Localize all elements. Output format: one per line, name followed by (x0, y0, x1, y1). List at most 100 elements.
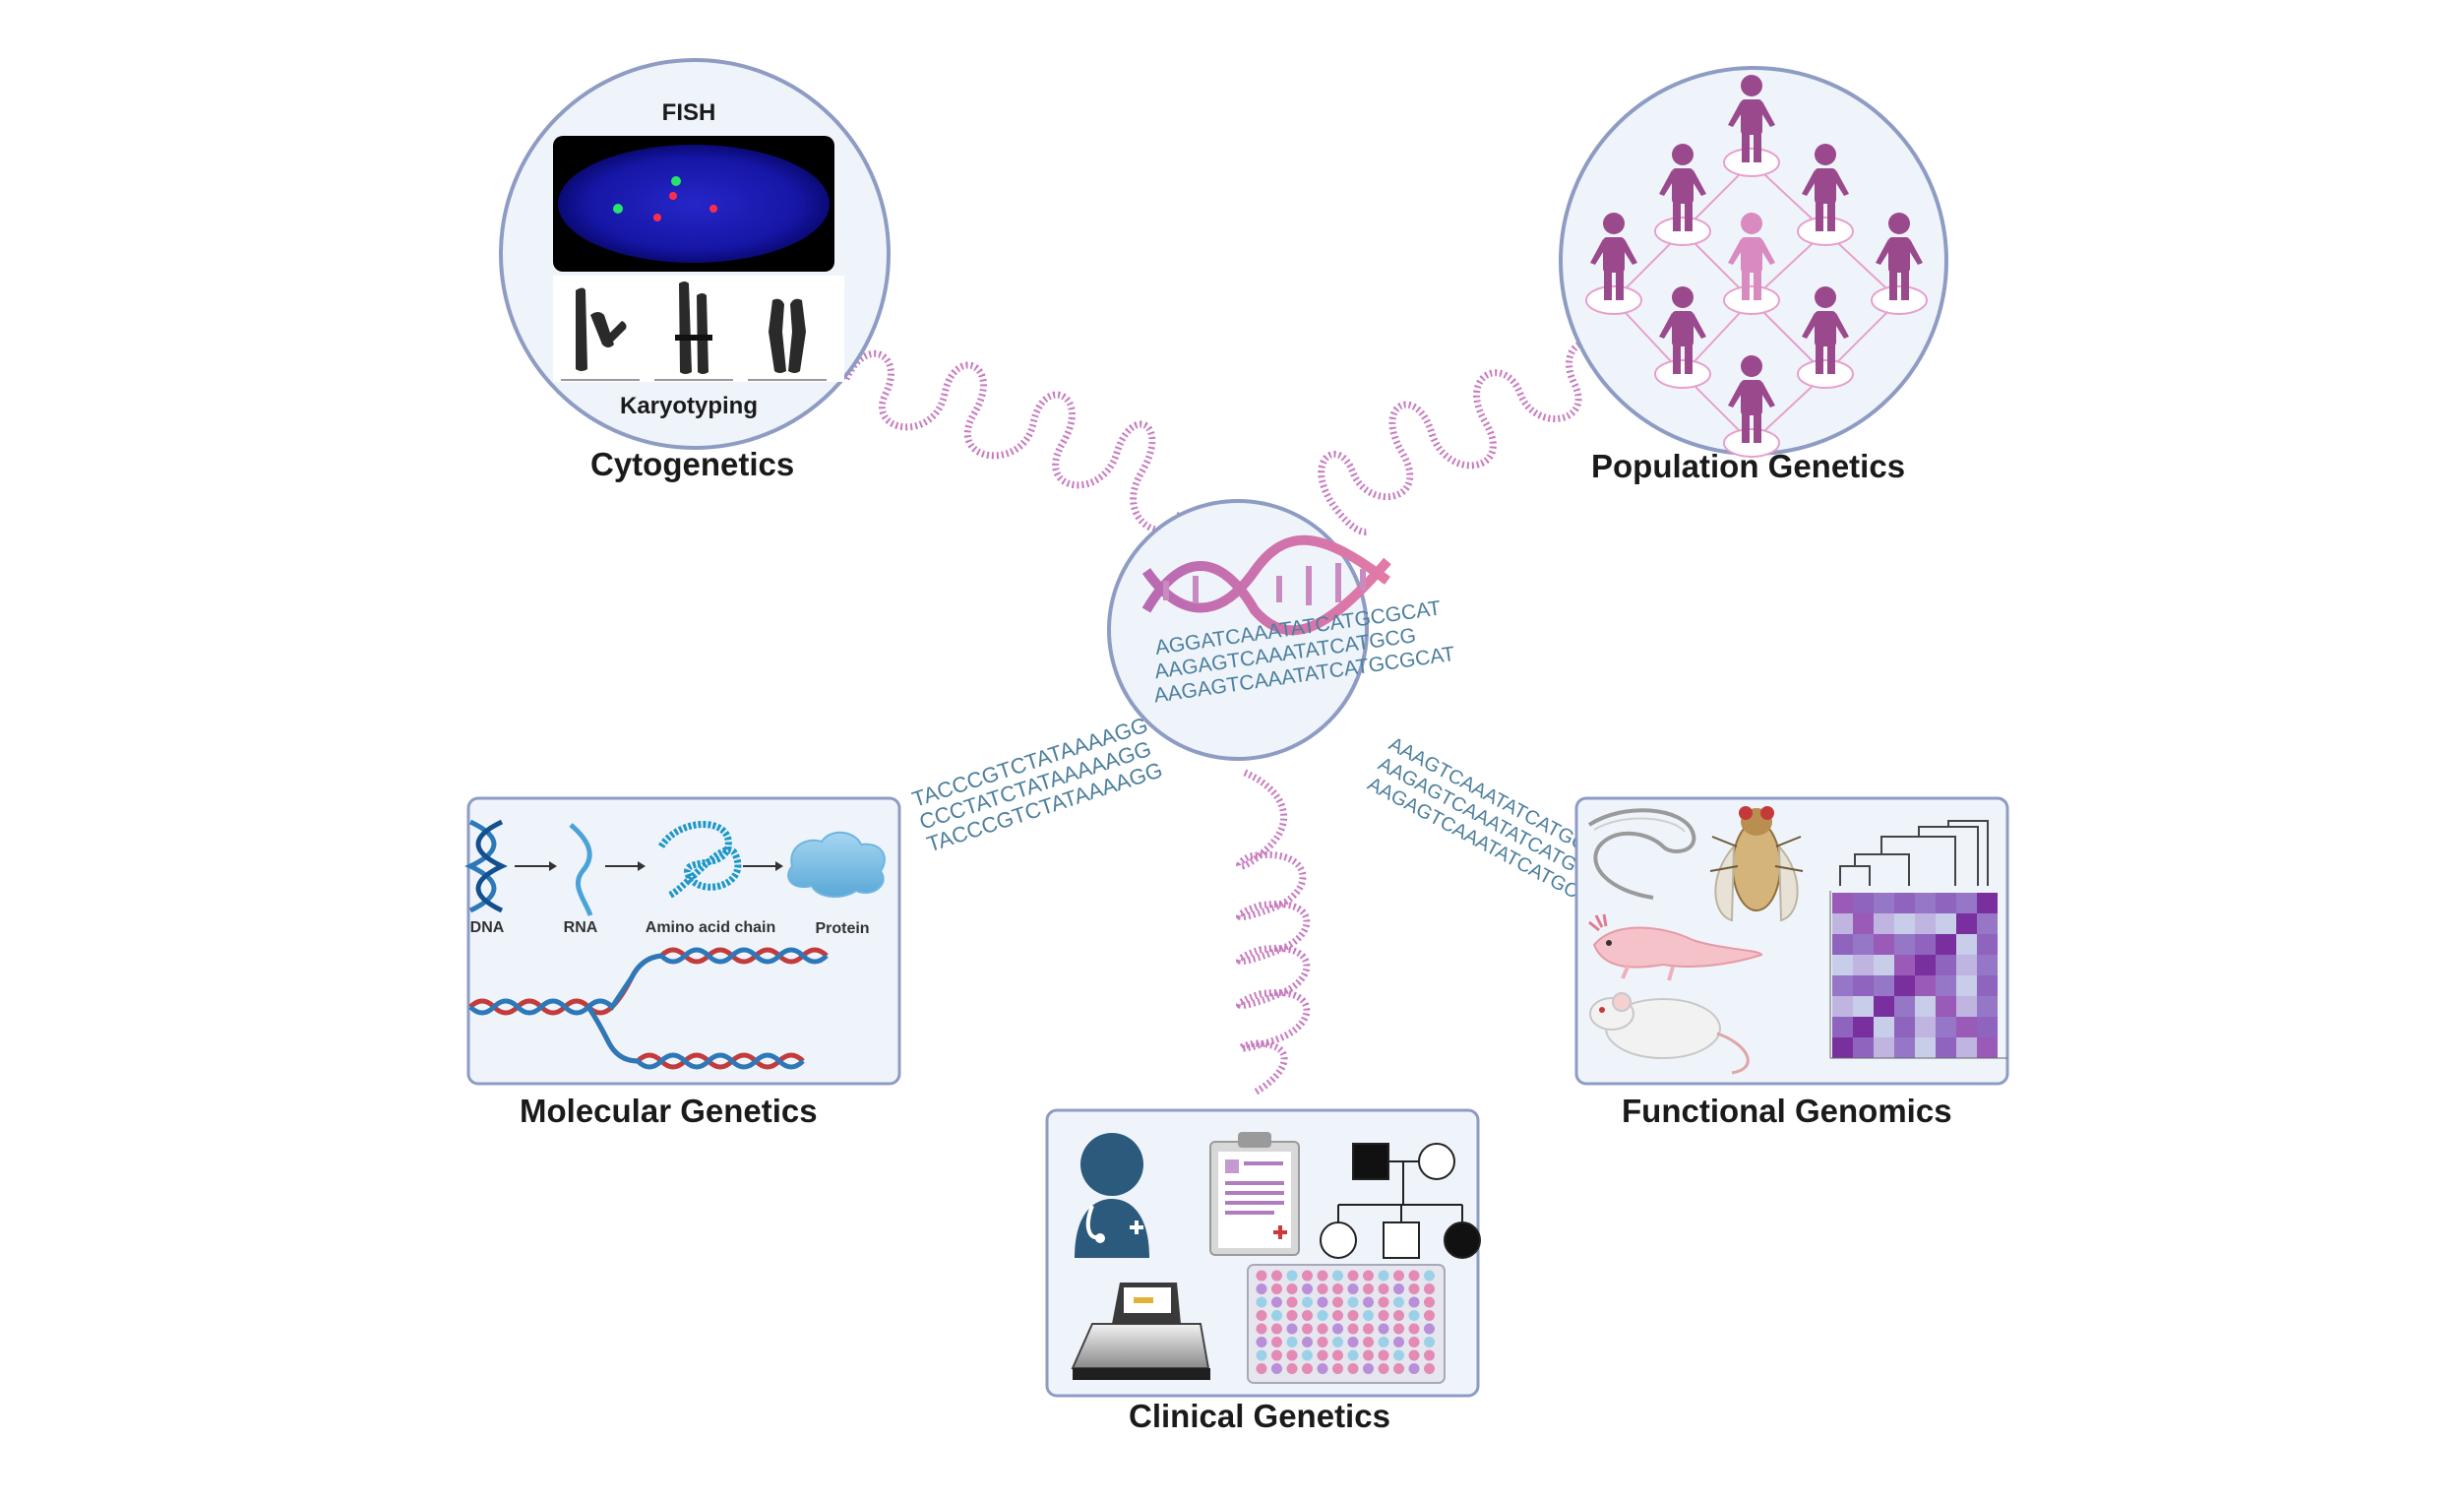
plate-well (1363, 1284, 1374, 1294)
population-genetics-title: Population Genetics (1591, 448, 1906, 484)
person-icon (1590, 213, 1637, 300)
heatmap-cell (1915, 1017, 1936, 1037)
plate-well (1286, 1284, 1298, 1294)
sequence-right-line-2: AAGAGTCAAATATCATGCG (1375, 753, 1607, 890)
plate-well (1317, 1270, 1328, 1282)
step-label-dna: DNA (470, 919, 505, 936)
heatmap-cell (1832, 1037, 1853, 1058)
heatmap-cell (1894, 975, 1915, 996)
arrow-head-1 (549, 861, 557, 871)
cytogenetics-node: FISH Karyotyping (499, 58, 891, 450)
plate-well (1286, 1296, 1298, 1308)
heatmap-cell (1915, 996, 1936, 1017)
plate-well (1317, 1284, 1328, 1294)
plate-well (1271, 1363, 1282, 1374)
plate-well (1302, 1337, 1313, 1347)
plate-well (1408, 1310, 1420, 1321)
heatmap-cell (1956, 975, 1977, 996)
plate-well (1302, 1363, 1313, 1374)
plate-well (1286, 1323, 1298, 1335)
molecular-panel: DNA RNA Amino acid chain Protein (464, 796, 901, 1086)
heatmap-cell (1915, 1037, 1936, 1058)
plate-well (1271, 1296, 1282, 1308)
fish-label: FISH (662, 99, 716, 126)
plate-well (1363, 1296, 1374, 1308)
plate-well (1393, 1337, 1404, 1347)
heatmap-cell (1894, 893, 1915, 913)
plate-well (1347, 1363, 1359, 1374)
clinical-panel (1045, 1108, 1481, 1398)
coil-connector-cytogenetics (842, 349, 1185, 533)
plate-well (1347, 1270, 1359, 1282)
plate-well (1378, 1296, 1389, 1308)
heatmap-cell (1874, 955, 1894, 975)
well-plate-wells (1256, 1270, 1435, 1374)
dna-helix-icon (1141, 534, 1391, 636)
rna-strand-icon (569, 823, 593, 916)
plate-well (1408, 1284, 1420, 1294)
heatmap-cell (1936, 1017, 1956, 1037)
chromosome-3 (769, 298, 806, 373)
well-plate-icon (1247, 1264, 1446, 1384)
plate-well (1393, 1270, 1404, 1282)
heatmap-cell (1977, 1037, 1998, 1058)
heatmap-cell (1894, 1017, 1915, 1037)
heatmap-cell (1874, 996, 1894, 1017)
person-icon (1728, 355, 1775, 443)
heatmap-cell (1832, 996, 1853, 1017)
plate-well (1332, 1323, 1343, 1335)
fish-signal-red-3 (709, 205, 717, 213)
plate-well (1347, 1284, 1359, 1294)
heatmap-cell (1956, 996, 1977, 1017)
heatmap-cell (1894, 996, 1915, 1017)
plate-well (1378, 1323, 1389, 1335)
heatmap-cell (1853, 975, 1874, 996)
fish-signal-green-2 (613, 204, 623, 214)
heatmap-cell (1936, 934, 1956, 955)
population-people (1590, 75, 1923, 443)
plate-well (1302, 1284, 1313, 1294)
plate-well (1271, 1284, 1282, 1294)
plate-well (1256, 1363, 1267, 1374)
plate-well (1408, 1323, 1420, 1335)
heatmap-cell (1936, 975, 1956, 996)
plate-well (1302, 1270, 1313, 1282)
molecular-genetics-title: Molecular Genetics (520, 1093, 818, 1129)
plate-well (1393, 1310, 1404, 1321)
person-icon (1659, 286, 1706, 374)
heatmap-cell (1853, 1037, 1874, 1058)
plate-well (1256, 1310, 1267, 1321)
heatmap-cell (1936, 955, 1956, 975)
plate-well (1363, 1349, 1374, 1361)
axolotl-icon (1588, 913, 1763, 981)
functional-genomics-title: Functional Genomics (1622, 1093, 1952, 1129)
plate-well (1408, 1296, 1420, 1308)
plate-well (1424, 1323, 1435, 1335)
plate-well (1347, 1323, 1359, 1335)
plate-well (1256, 1296, 1267, 1308)
heatmap-cell (1894, 913, 1915, 934)
plate-well (1286, 1310, 1298, 1321)
step-label-protein: Protein (815, 920, 869, 937)
pedigree-chart (1320, 1143, 1481, 1259)
fish-signal-red-2 (653, 214, 661, 221)
mouse-icon (1589, 992, 1750, 1075)
heatmap-cell (1977, 975, 1998, 996)
heatmap-cell (1915, 893, 1936, 913)
plate-well (1332, 1310, 1343, 1321)
heatmap-cell (1936, 1037, 1956, 1058)
heatmap-cell (1936, 996, 1956, 1017)
plate-well (1378, 1349, 1389, 1361)
person-base-ellipses (1585, 148, 1928, 458)
plate-well (1286, 1349, 1298, 1361)
plate-well (1378, 1270, 1389, 1282)
plate-well (1302, 1296, 1313, 1308)
plate-well (1424, 1310, 1435, 1321)
plate-well (1271, 1349, 1282, 1361)
heatmap-cell (1977, 913, 1998, 934)
sequencer-device-icon (1071, 1283, 1210, 1380)
plate-well (1271, 1310, 1282, 1321)
plate-well (1393, 1284, 1404, 1294)
